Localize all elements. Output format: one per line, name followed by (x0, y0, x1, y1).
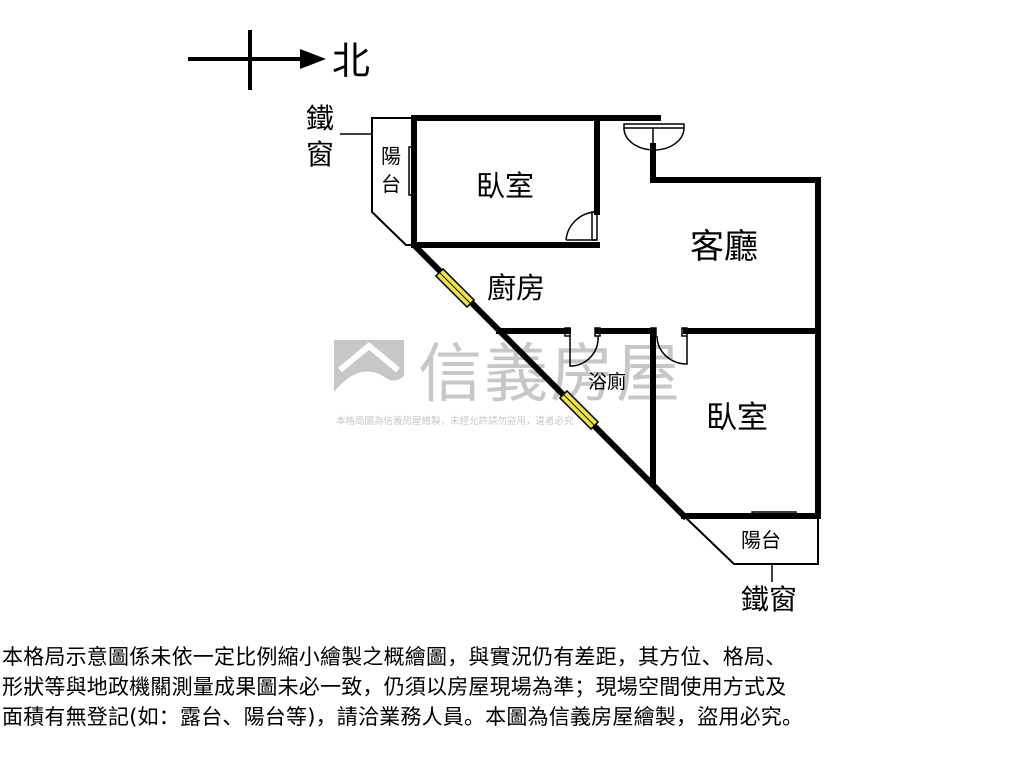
disclaimer-line-3: 面積有無登記(如：露台、陽台等)，請洽業務人員。本圖為信義房屋繪製，盜用必究。 (2, 705, 804, 729)
entry-door-icon (623, 123, 685, 151)
bedroom-top-door-icon (565, 211, 598, 241)
label-kitchen: 廚房 (487, 271, 545, 305)
disclaimer-text: 本格局示意圖係未依一定比例縮小繪製之概繪圖，與實況仍有差距，其方位、格局、 形狀… (2, 642, 1022, 732)
walls (409, 115, 821, 521)
label-balcony-bottom: 陽台 (741, 528, 781, 552)
diagonal-window-upper (434, 267, 476, 309)
watermark-logo-icon (334, 340, 404, 402)
compass: 北 (188, 30, 370, 90)
bedroom-bottom-door-icon (650, 327, 688, 365)
label-living-room: 客廳 (690, 227, 758, 267)
watermark-brand: 信義房屋 (418, 338, 682, 412)
label-balcony-top-1: 陽 (381, 144, 401, 168)
compass-north-label: 北 (332, 39, 370, 83)
bathroom-door-icon (564, 327, 601, 367)
label-bedroom-top: 臥室 (476, 169, 534, 203)
label-bedroom-bottom: 臥室 (706, 400, 768, 436)
watermark: 信義房屋 本格局圖為信義房屋繪製，未經允許請勿盜用，違者必究 (334, 338, 682, 427)
label-iron-window-top-2: 窗 (306, 138, 334, 171)
label-bathroom: 浴廁 (588, 370, 626, 393)
diagonal-window-lower (558, 389, 600, 431)
north-arrow-icon (300, 49, 326, 69)
watermark-subtext: 本格局圖為信義房屋繪製，未經允許請勿盜用，違者必究 (336, 415, 574, 427)
disclaimer-line-2: 形狀等與地政機關測量成果圖未必一致，仍須以房屋現場為準；現場空間使用方式及 (2, 675, 787, 699)
label-iron-window-bottom: 鐵窗 (741, 583, 797, 616)
disclaimer-line-1: 本格局示意圖係未依一定比例縮小繪製之概繪圖，與實況仍有差距，其方位、格局、 (2, 645, 787, 669)
label-iron-window-top-1: 鐵 (306, 102, 334, 135)
label-balcony-top-2: 台 (381, 172, 401, 196)
